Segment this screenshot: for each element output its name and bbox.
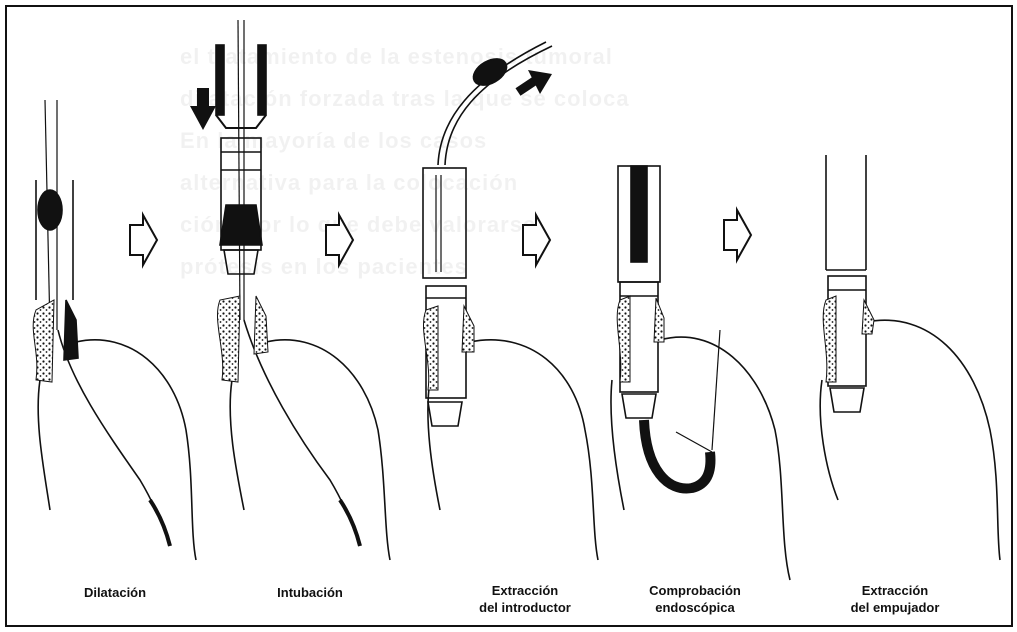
stomach-left-wall — [230, 380, 244, 510]
panel-extraccion-introductor — [423, 42, 598, 560]
panel-dilatacion — [33, 100, 196, 560]
guidewire — [244, 320, 360, 545]
endoscope-flexed-tip — [644, 420, 710, 488]
prosthesis-tip — [224, 250, 258, 274]
step-label: Extracción del introductor — [455, 582, 595, 616]
pusher-tube — [423, 168, 466, 278]
stomach-right-wall — [76, 340, 196, 560]
tumor-left — [617, 296, 630, 382]
stomach-right-wall — [470, 340, 598, 560]
tumor-right — [654, 298, 664, 342]
dilator-balloon — [38, 190, 62, 230]
stomach-left-wall — [611, 380, 624, 510]
tumor-left — [823, 296, 836, 382]
stomach-left-wall — [820, 380, 838, 500]
arrow-step-2 — [326, 215, 353, 265]
stomach-left-wall — [428, 380, 440, 510]
arrow-step-3 — [523, 215, 550, 265]
tumor-left — [33, 300, 54, 382]
step-label: Extracción del empujador — [815, 582, 975, 616]
step-label: Intubación — [255, 584, 365, 601]
down-arrow-icon — [190, 88, 216, 130]
pusher-end — [216, 115, 266, 128]
pusher-wall-right — [258, 45, 266, 115]
figure-border — [6, 6, 1012, 626]
tumor-right — [462, 306, 474, 352]
prosthesis-funnel — [220, 205, 262, 245]
tumor-right — [254, 296, 268, 354]
arrow-step-1 — [130, 215, 157, 265]
tumor-left — [217, 296, 240, 382]
prosthesis-tip — [622, 394, 656, 418]
step-label: Dilatación — [60, 584, 170, 601]
prosthesis-tip — [830, 388, 864, 412]
step-label: Comprobación endoscópica — [615, 582, 775, 616]
light-ray — [712, 330, 720, 450]
panel-intubacion — [216, 20, 390, 560]
tumor-right — [862, 300, 874, 334]
pusher-wall-left — [216, 45, 224, 115]
guidewire — [58, 330, 170, 545]
light-ray — [676, 432, 712, 452]
guidewire-tip — [150, 500, 170, 546]
up-right-arrow-icon — [518, 70, 552, 94]
stomach-right-wall — [660, 337, 790, 580]
guidewire-tip — [340, 500, 360, 546]
panel-comprobacion-endoscopica — [611, 166, 790, 580]
prosthesis-tip — [428, 402, 462, 426]
endoscope-shaft — [631, 166, 647, 262]
stomach-left-wall — [38, 380, 50, 510]
panel-extraccion-empujador — [820, 155, 1000, 560]
stomach-right-wall — [866, 320, 1000, 560]
arrow-step-4 — [724, 210, 751, 260]
stomach-right-wall — [266, 340, 390, 560]
introducer-olive — [469, 53, 511, 90]
tumor-right — [64, 300, 78, 360]
